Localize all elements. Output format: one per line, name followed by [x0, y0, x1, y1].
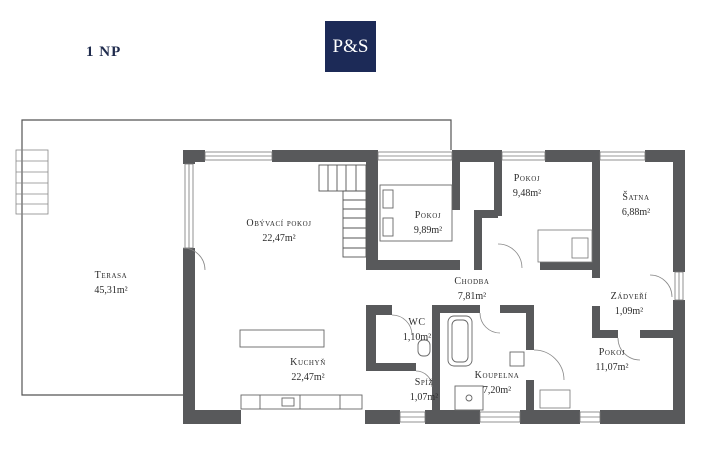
room-name: Koupelna: [474, 370, 520, 381]
room-area: 22,47m²: [291, 372, 325, 383]
floor-label: 1 NP: [86, 44, 122, 60]
room-label-terasa: Terasa 45,31m²: [94, 268, 127, 298]
room-area: 45,31m²: [94, 285, 128, 296]
room-name: WC: [408, 317, 426, 328]
logo-text: P&S: [332, 35, 369, 57]
room-area: 1,10m²: [402, 332, 432, 343]
room-area: 1,07m²: [409, 392, 439, 403]
room-label-obyvaci-pokoj: Obývací pokoj 22,47m²: [246, 216, 311, 246]
room-label-koupelna: Koupelna 7,20m²: [475, 368, 520, 398]
bathroom-fixtures: [417, 315, 525, 411]
room-area: 9,89m²: [413, 225, 443, 236]
room-name: Spíž: [414, 377, 434, 388]
room-name: Zádveří: [610, 291, 648, 302]
interior-walls: [183, 150, 680, 424]
room-label-zadveri: Zádveří 1,09m²: [611, 289, 648, 319]
room-label-satna: Šatna 6,88m²: [622, 190, 650, 220]
room-name: Pokoj: [414, 210, 442, 221]
windows: [184, 151, 684, 423]
terrace-outline: [21, 119, 452, 396]
room-name: Šatna: [622, 192, 650, 203]
room-name: Chodba: [454, 276, 490, 287]
staircase: [318, 164, 367, 258]
terrace-steps: [15, 149, 49, 215]
room-area: 9,48m²: [512, 188, 542, 199]
room-area: 7,20m²: [482, 385, 512, 396]
room-name: Terasa: [94, 270, 128, 281]
room-name: Pokoj: [598, 347, 626, 358]
room-label-chodba: Chodba 7,81m²: [454, 274, 489, 304]
room-name: Pokoj: [513, 173, 541, 184]
room-label-pokoj-2: Pokoj 9,48m²: [513, 171, 541, 201]
room-label-wc: WC 1,10m²: [403, 315, 431, 345]
room-name: Kuchyň: [290, 357, 326, 368]
room-label-spiz: Spíž 1,07m²: [410, 375, 438, 405]
room-area: 7,81m²: [457, 291, 487, 302]
room-label-kuchyn: Kuchyň 22,47m²: [290, 355, 326, 385]
kitchen-furniture: [239, 329, 363, 410]
room-furniture: [537, 229, 593, 409]
room-area: 22,47m²: [262, 233, 296, 244]
room-label-pokoj-3: Pokoj 11,07m²: [596, 345, 629, 375]
room-area: 11,07m²: [595, 362, 629, 373]
room-area: 1,09m²: [614, 306, 644, 317]
room-area: 6,88m²: [621, 207, 651, 218]
room-name: Obývací pokoj: [246, 218, 312, 229]
door-swings: [182, 243, 673, 388]
company-logo: P&S: [325, 21, 376, 72]
room-label-pokoj-1: Pokoj 9,89m²: [414, 208, 442, 238]
bed: [379, 184, 453, 242]
